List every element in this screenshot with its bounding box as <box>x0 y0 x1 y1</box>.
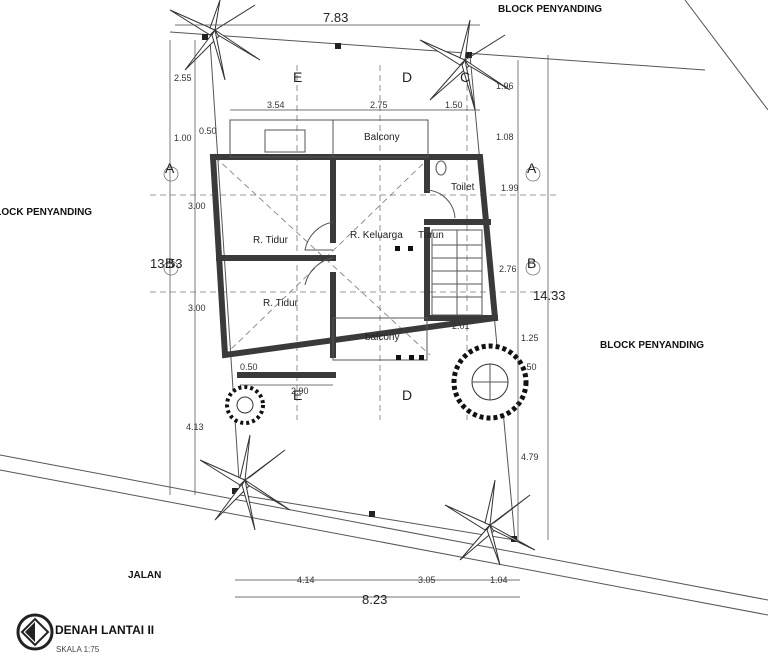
neighbor-label-top: BLOCK PENYANDING <box>498 4 602 15</box>
room-bedroom-1: R. Tidur <box>253 235 289 246</box>
fixtures <box>229 119 483 361</box>
room-bedroom-2: R. Tidur <box>263 298 299 309</box>
dim-255: 2.55 <box>174 73 192 83</box>
drawing-scale: SKALA 1:75 <box>56 645 100 654</box>
dim-300b: 3.00 <box>188 303 206 313</box>
dim-414: 4.14 <box>297 575 315 585</box>
dim-left-total: 13.53 <box>150 256 183 271</box>
dim-108: 1.08 <box>496 132 514 142</box>
dim-354: 3.54 <box>267 100 285 110</box>
neighbor-label-right: BLOCK PENYANDING <box>600 340 704 351</box>
dim-201: 2.01 <box>452 321 470 331</box>
dim-050b: 0.50 <box>240 362 258 372</box>
dim-300a: 3.00 <box>188 201 206 211</box>
dim-050c: .50 <box>524 362 537 372</box>
axis-markers <box>163 166 541 276</box>
dim-100: 1.00 <box>174 133 192 143</box>
axis-e-bottom: E <box>293 387 302 403</box>
room-family: R. Keluarga <box>350 230 403 241</box>
toilet-bowl-icon <box>435 160 447 176</box>
palm-tree-icon <box>444 479 536 566</box>
dim-199: 1.99 <box>501 183 519 193</box>
dim-275: 2.75 <box>370 100 388 110</box>
dim-125: 1.25 <box>521 333 539 343</box>
street-label: JALAN <box>128 570 161 581</box>
palm-tree-icon <box>169 0 261 81</box>
dim-150: 1.50 <box>445 100 463 110</box>
room-toilet: Toilet <box>451 182 475 193</box>
dim-050a: 0.50 <box>199 126 217 136</box>
dim-right-total: 14.33 <box>533 288 566 303</box>
drawing-title: DENAH LANTAI II <box>55 623 154 637</box>
neighbor-label-left: BLOCK PENYANDING <box>0 207 92 218</box>
palm-tree-icon <box>199 434 291 531</box>
dim-276: 2.76 <box>499 264 517 274</box>
round-tree-icon <box>451 343 529 421</box>
property-boundaries <box>0 0 768 616</box>
axis-a-left: A <box>165 160 175 176</box>
axis-e-top: E <box>293 69 302 85</box>
room-balcony-top: Balcony <box>364 132 400 143</box>
axis-a-right: A <box>527 160 537 176</box>
axis-d-top: D <box>402 69 412 85</box>
dim-413: 4.13 <box>186 422 204 432</box>
dim-104: 1.04 <box>490 575 508 585</box>
dim-bottom-total: 8.23 <box>362 592 387 607</box>
axis-b-left: B <box>165 255 174 271</box>
walls <box>209 153 499 378</box>
room-stairs: Turun <box>418 230 444 241</box>
dimension-lines <box>169 24 549 598</box>
dim-305: 3.05 <box>418 575 436 585</box>
palm-tree-icon <box>419 19 511 111</box>
dim-196: 1.96 <box>496 81 514 91</box>
staircase <box>431 229 483 316</box>
axis-b-right: B <box>527 255 536 271</box>
dim-top-total: 7.83 <box>323 10 348 25</box>
axis-d-bottom: D <box>402 387 412 403</box>
room-balcony-bottom: balcony <box>365 332 399 343</box>
round-tree-icon <box>225 385 265 425</box>
north-arrow-icon <box>16 613 54 651</box>
dim-290: 2.90 <box>291 386 309 396</box>
dim-479: 4.79 <box>521 452 539 462</box>
axis-c-top: C <box>460 69 470 85</box>
